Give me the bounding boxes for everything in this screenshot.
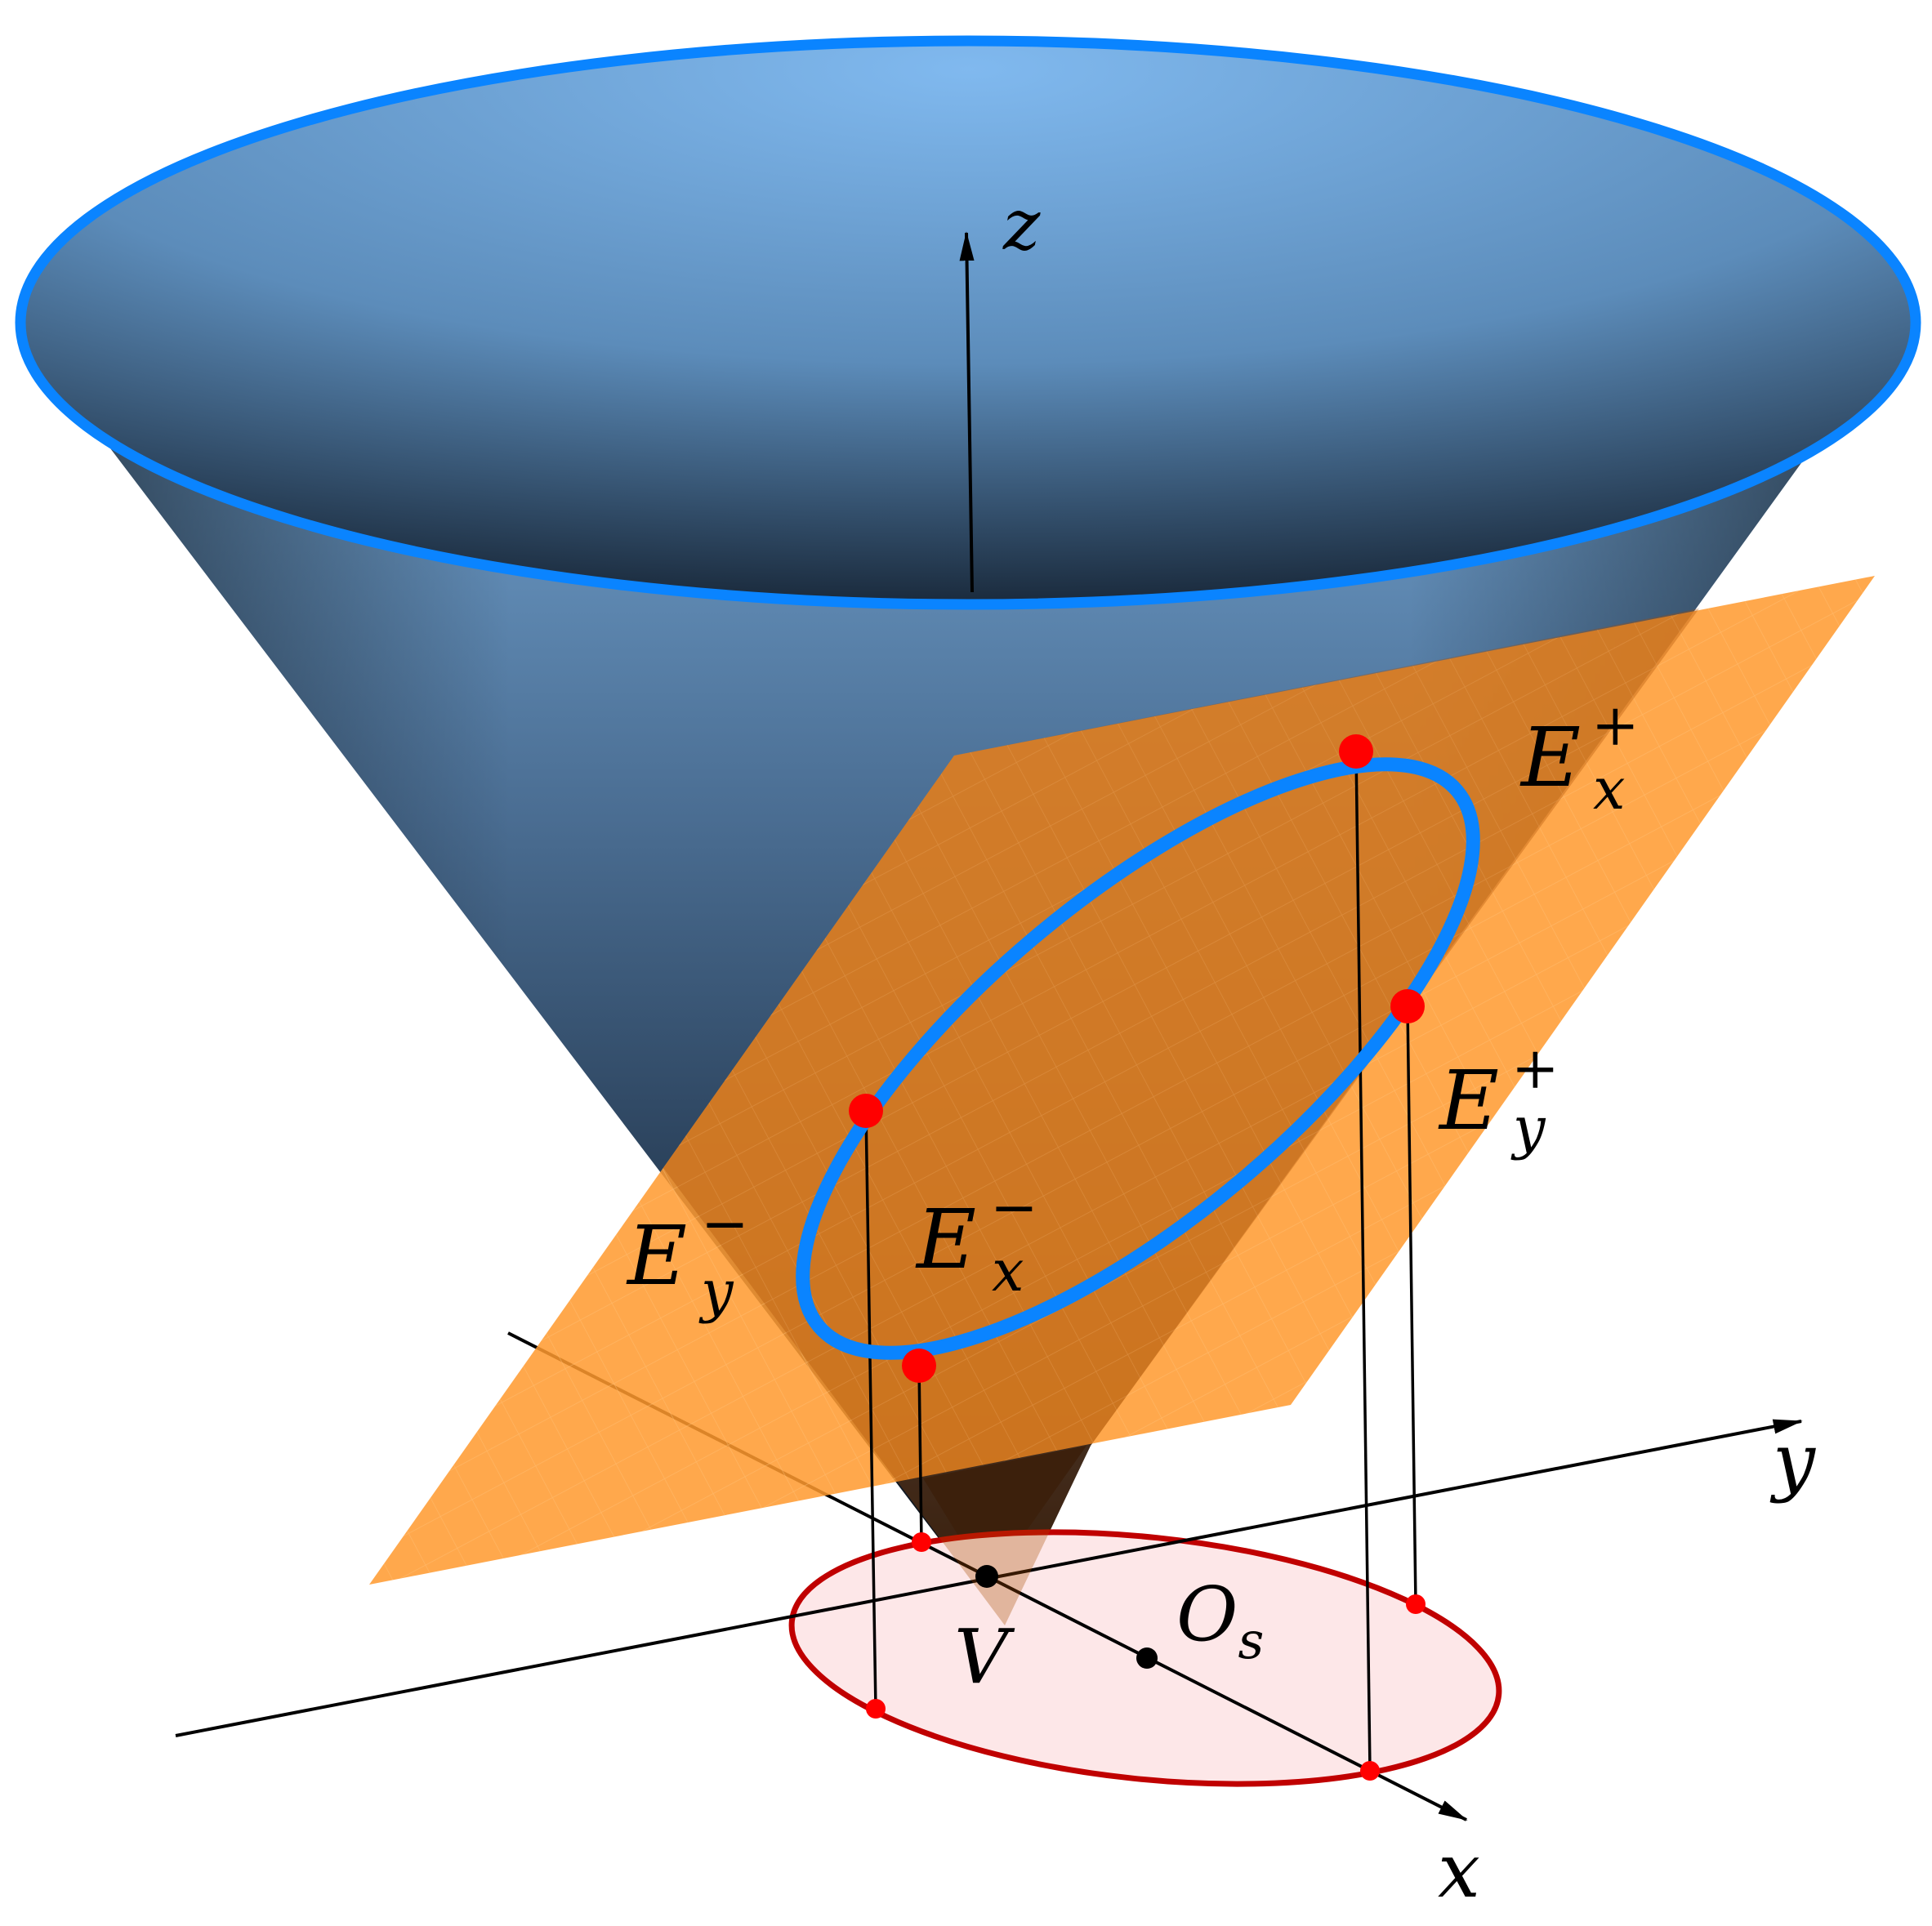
svg-text:−: − <box>701 1190 749 1257</box>
projection-points <box>866 1532 1426 1781</box>
z-axis-label: z <box>1002 185 1041 266</box>
proj-point-ey-minus <box>866 1699 886 1719</box>
section-curve <box>796 757 1480 1360</box>
label-ey-plus: E + y <box>1438 1035 1559 1161</box>
projection-line-ex-minus <box>917 1365 923 1543</box>
svg-text:E: E <box>915 1192 976 1287</box>
svg-text:E: E <box>1438 1053 1499 1148</box>
labels: z y x V Os E + x E + y E − y E − x <box>626 185 1816 1915</box>
label-ex-plus: E + x <box>1519 692 1640 823</box>
section-points <box>849 734 1425 1383</box>
svg-text:x: x <box>1593 756 1625 823</box>
svg-text:−: − <box>990 1174 1038 1241</box>
projection-line-ex-plus <box>1354 751 1372 1772</box>
y-axis-label: y <box>1769 1417 1816 1505</box>
vertex-label: V <box>954 1613 1015 1701</box>
cutting-plane <box>369 576 1875 1625</box>
svg-text:y: y <box>698 1258 734 1325</box>
svg-text:E: E <box>626 1208 687 1304</box>
projection-line-ey-plus <box>1406 1005 1417 1605</box>
svg-text:E: E <box>1519 710 1581 805</box>
proj-point-ey-plus <box>1406 1594 1426 1614</box>
ellipse-center-label: Os <box>1176 1571 1264 1670</box>
plane-grid <box>369 576 1875 1585</box>
vertex-point <box>975 1565 998 1588</box>
cone-rim <box>15 35 1921 610</box>
z-axis-line <box>959 231 975 593</box>
svg-text:x: x <box>992 1237 1024 1304</box>
projection-lines <box>864 751 1417 1772</box>
svg-text:+: + <box>1511 1035 1559 1102</box>
point-ex-plus <box>1339 734 1373 769</box>
svg-text:+: + <box>1591 692 1640 759</box>
proj-point-ex-minus <box>912 1532 931 1552</box>
x-axis-label: x <box>1438 1827 1480 1915</box>
proj-point-ex-plus <box>1360 1761 1380 1781</box>
ellipse-center-point <box>1136 1647 1158 1669</box>
cone-apex-tip <box>923 1446 1086 1585</box>
point-ey-minus <box>849 1094 883 1128</box>
label-ex-minus: E − x <box>915 1174 1038 1304</box>
point-ex-minus <box>902 1349 936 1383</box>
projection-line-ey-minus <box>864 1110 877 1710</box>
svg-text:y: y <box>1510 1095 1546 1161</box>
label-ey-minus: E − y <box>626 1190 749 1325</box>
point-ey-plus <box>1390 989 1425 1023</box>
